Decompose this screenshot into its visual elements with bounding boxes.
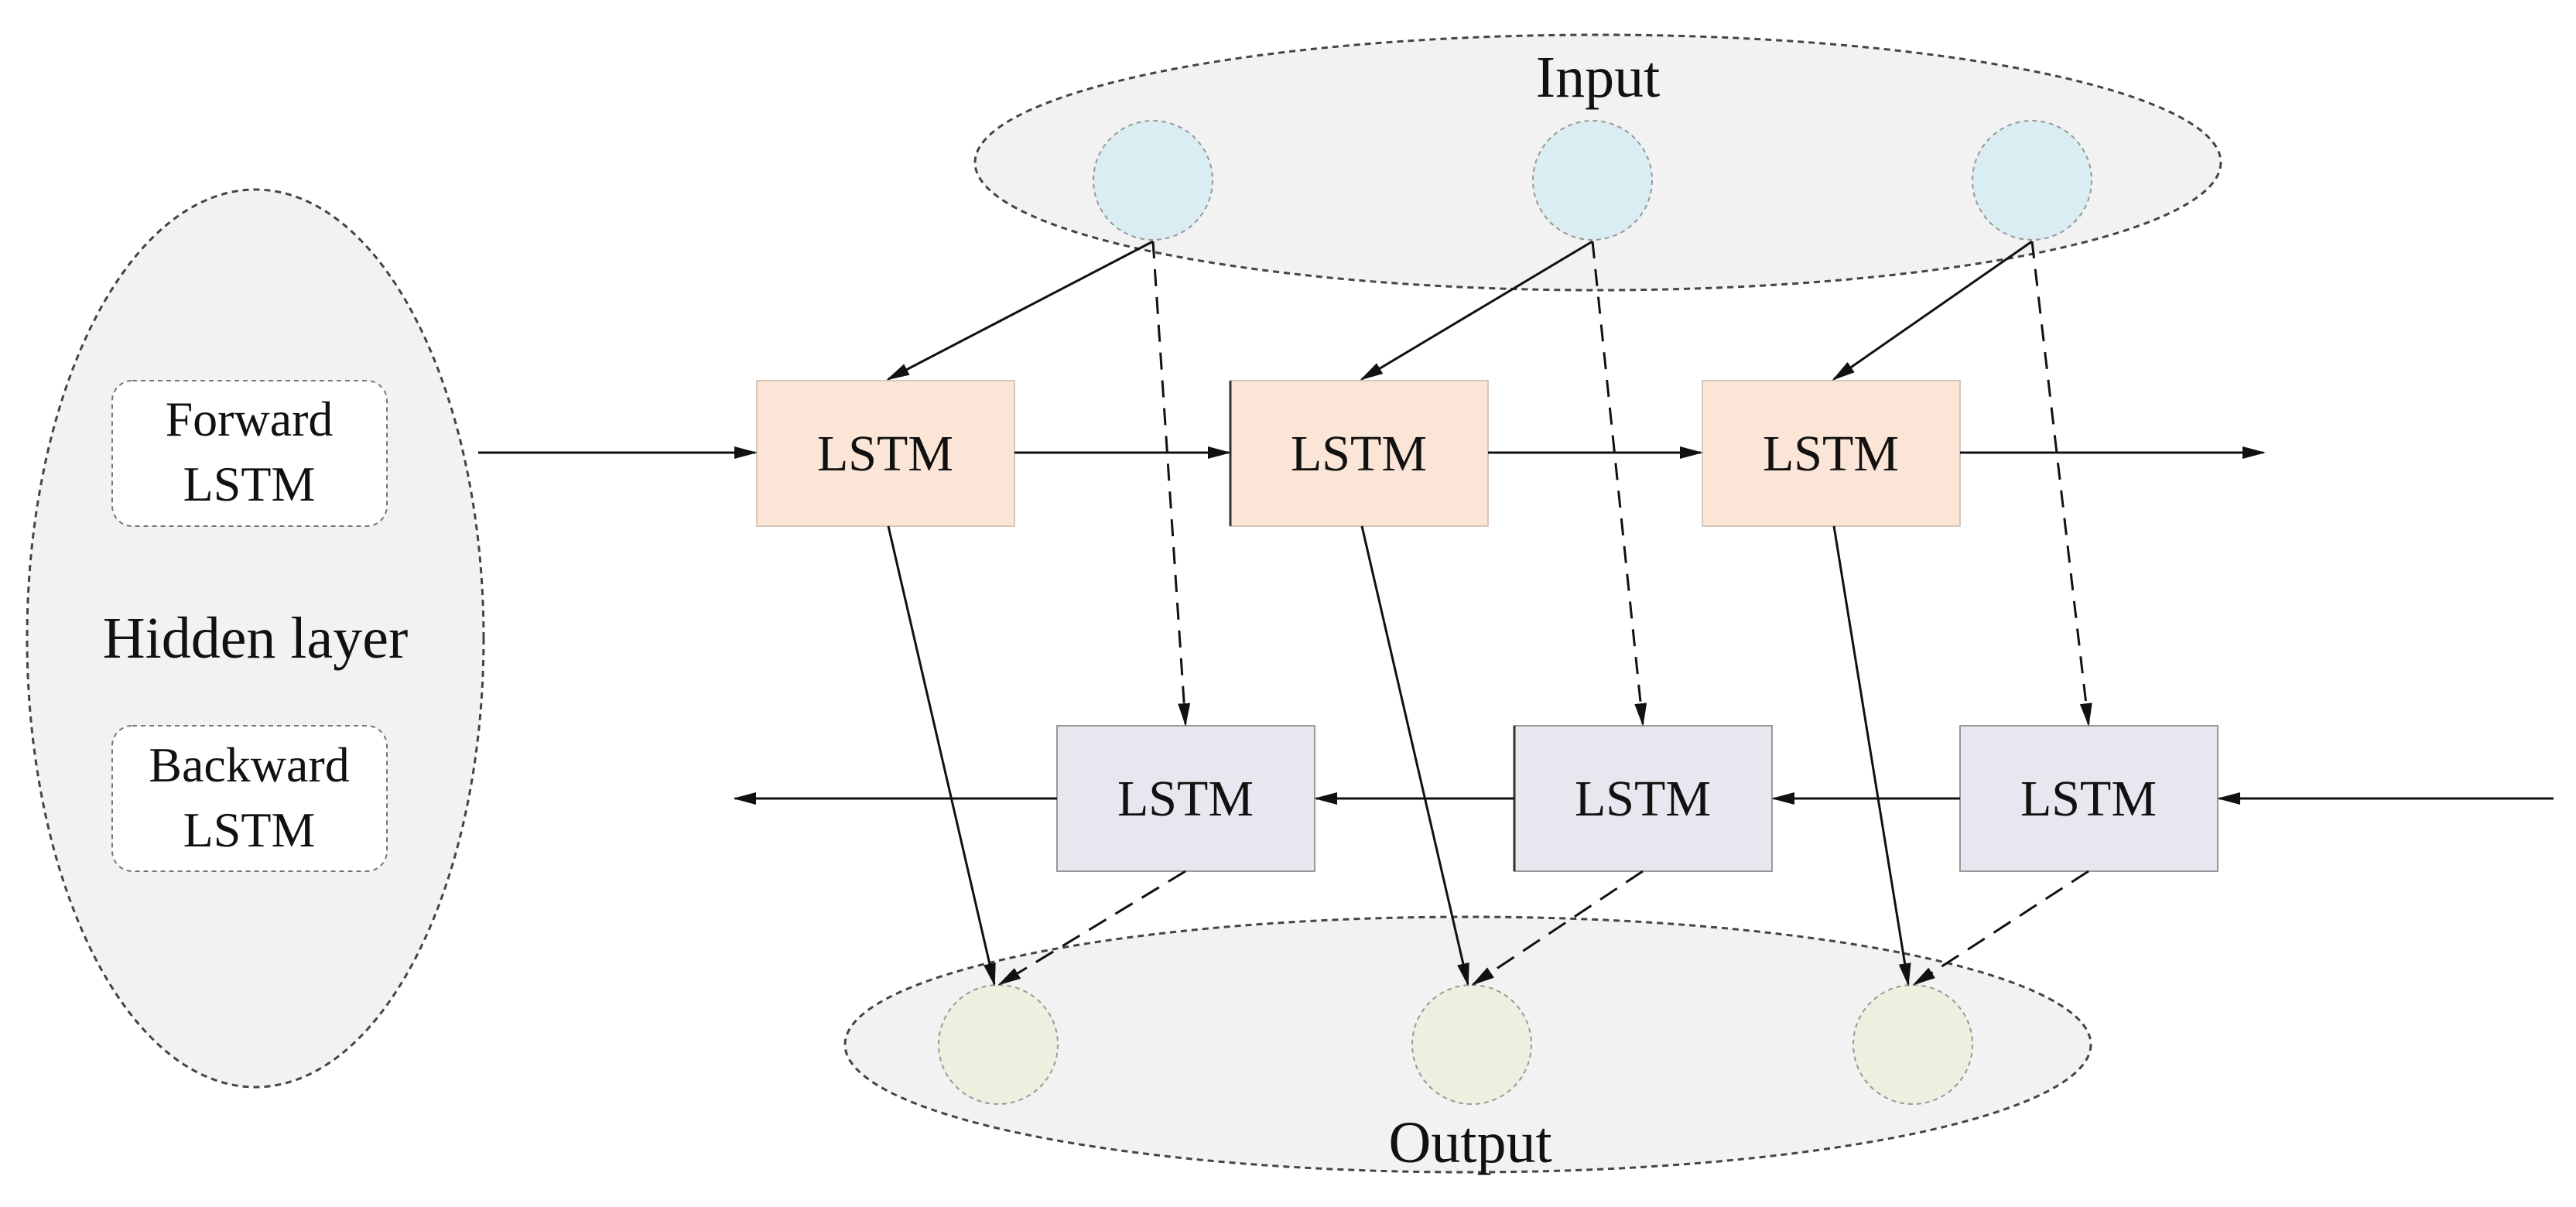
input1-to-backward1 [1151,241,1191,727]
forward-lstm-cell-1 [756,380,1015,527]
backward1-to-output1 [997,870,1186,986]
input-to-forward-arrows [886,240,2033,381]
output-label: Output [1388,1110,1551,1175]
forward2-to-output2 [1360,525,1469,986]
hidden-layer-group: Forward LSTM Hidden layer Backward LSTM [26,188,485,1089]
input-node-1 [1093,120,1213,241]
backward-lstm-label-3: LSTM [2020,771,2157,827]
input-node-3 [1972,120,2092,241]
backward-legend-line1: Backward [149,737,349,792]
backward-row: LSTM LSTM LSTM [1056,725,2219,872]
input-layer-group: Input [973,33,2222,292]
forward-lstm-label-3: LSTM [1763,426,1899,482]
backward-lstm-label-1: LSTM [1117,771,1254,827]
forward-lstm-legend-box [111,380,388,527]
input3-to-backward3 [2030,241,2092,727]
forward-lstm-label-2: LSTM [1291,426,1427,482]
forward1-to-output1 [887,525,996,986]
input2-to-forward2 [1360,240,1593,381]
input-node-2 [1532,120,1653,241]
input-label: Input [1536,45,1660,110]
input1-to-forward1 [886,240,1154,381]
forward-to-output-arrows [887,525,1911,986]
backward-lstm-cell-3 [1959,725,2219,872]
backward-lstm-label-2: LSTM [1575,771,1711,827]
forward-lstm-cell-3 [1702,380,1961,527]
input2-to-backward2 [1591,241,1647,727]
hidden-layer-label: Hidden layer [103,606,409,671]
backward-to-output-arrows [997,870,2089,986]
backward-lstm-cell-2 [1514,725,1773,872]
output-node-3 [1852,984,1973,1105]
forward-lstm-label-1: LSTM [817,426,953,482]
backward-legend-line2: LSTM [183,802,316,857]
backward3-to-output3 [1912,870,2089,986]
input3-to-forward3 [1832,240,2033,381]
forward3-to-output3 [1832,525,1911,986]
forward-row: LSTM LSTM LSTM [756,380,1961,527]
backward-lstm-legend-box [111,725,388,872]
output-node-1 [938,984,1059,1105]
output-layer-group: Output [843,915,2092,1175]
input-to-backward-arrows [1151,241,2092,727]
forward-legend-line1: Forward [166,392,334,446]
output-node-2 [1411,984,1532,1105]
backward2-to-output2 [1471,870,1644,986]
forward-legend-line2: LSTM [183,456,316,511]
backward-lstm-cell-1 [1056,725,1315,872]
